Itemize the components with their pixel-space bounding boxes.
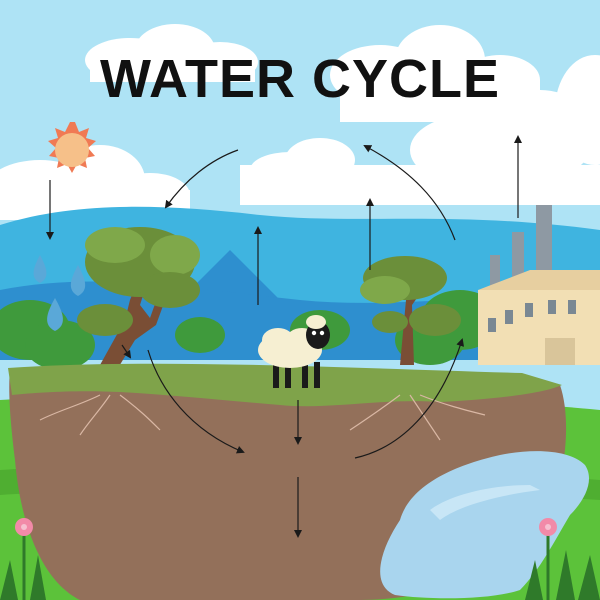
cloud-icon [240,55,600,205]
raindrop-icon [47,298,63,331]
arrow-tree-runoff [121,344,132,359]
arrow-runoff [147,349,245,454]
sheep-icon [258,315,330,388]
diagram-title: WATER CYCLE [100,49,500,109]
cloud-icon [0,145,190,220]
water-highlight [430,485,540,520]
raindrop-icon [33,255,47,283]
arrow-evaporation-return [363,145,456,241]
tree-icon [360,256,461,365]
tree-icon [77,227,200,368]
flower-icon [525,518,600,600]
cycle-arrows [46,135,522,538]
factory-icon [478,205,600,365]
water-body [380,451,590,599]
arrow-condensation [164,149,239,209]
sun-icon [48,122,96,173]
raindrop-icon [70,265,86,296]
arrow-groundwater [354,338,465,459]
cloud-icon [85,24,258,82]
flower-icon [0,518,46,600]
tree-roots [39,394,486,441]
